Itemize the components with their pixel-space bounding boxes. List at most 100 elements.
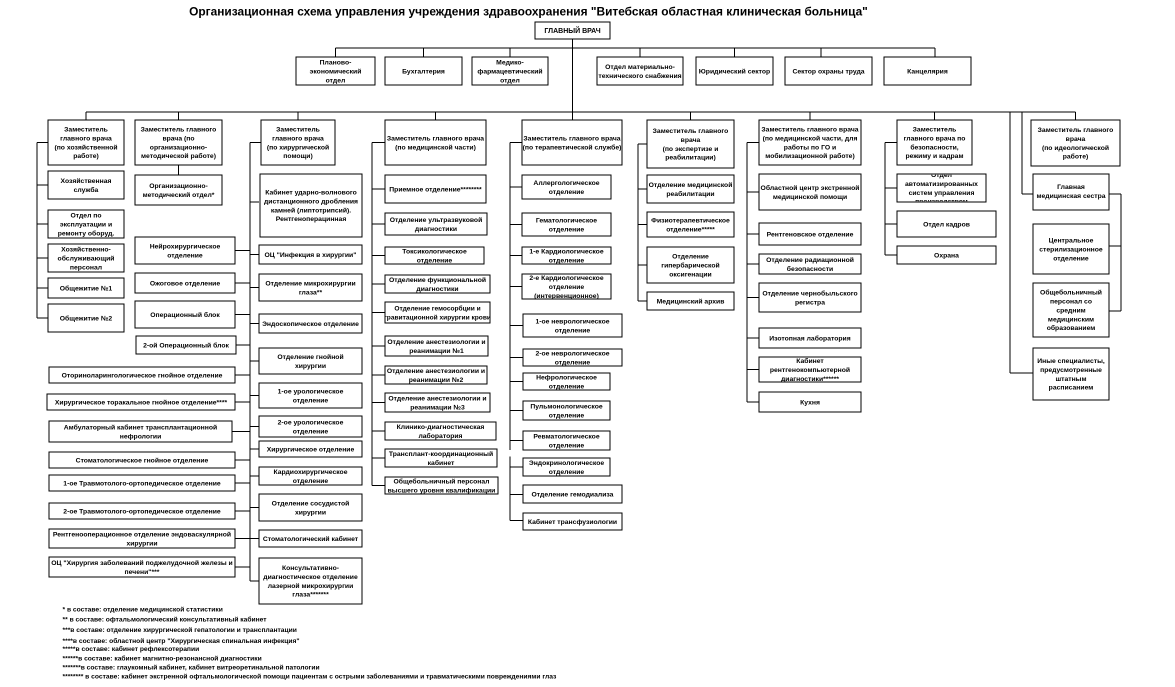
svg-text:медицинским: медицинским	[1048, 316, 1094, 323]
svg-text:врача: врача	[681, 137, 701, 144]
svg-text:Отделение чернобыльского: Отделение чернобыльского	[762, 289, 857, 297]
svg-text:реанимации №2: реанимации №2	[409, 377, 464, 384]
svg-text:главного врача: главного врача	[60, 135, 112, 142]
svg-text:Юридический сектор: Юридический сектор	[699, 67, 770, 75]
svg-text:Заместитель главного врача: Заместитель главного врача	[761, 127, 858, 134]
svg-text:Отделение анестезиологии и: Отделение анестезиологии и	[387, 368, 485, 375]
svg-text:оксигенации: оксигенации	[669, 271, 711, 278]
svg-text:Отделение: Отделение	[672, 254, 709, 261]
svg-text:2-ое урологическое: 2-ое урологическое	[278, 419, 344, 426]
svg-text:*******в составе: глаукомный к: *******в составе: глаукомный кабинет, ка…	[63, 664, 320, 672]
svg-text:1-ое неврологическое: 1-ое неврологическое	[535, 318, 609, 325]
svg-text:высшего уровня квалификации: высшего уровня квалификации	[388, 487, 496, 494]
svg-text:мобилизационной работе): мобилизационной работе)	[765, 152, 854, 160]
svg-text:Нейрохирургическое: Нейрохирургическое	[150, 242, 221, 250]
svg-text:Гематологическое: Гематологическое	[536, 217, 597, 224]
svg-text:Отделение анестезиологии и: Отделение анестезиологии и	[388, 395, 486, 402]
svg-text:Заместитель главного врача: Заместитель главного врача	[523, 135, 620, 142]
svg-text:Заместитель главного: Заместитель главного	[653, 128, 729, 135]
svg-text:диагностики: диагностики	[415, 226, 457, 233]
svg-text:******** в составе: кабинет эк: ******** в составе: кабинет экстренной о…	[63, 673, 558, 681]
svg-text:Заместитель главного: Заместитель главного	[141, 127, 217, 134]
svg-text:регистра: регистра	[795, 299, 825, 306]
svg-text:2-ое неврологическое: 2-ое неврологическое	[535, 350, 609, 357]
svg-text:Стоматологический кабинет: Стоматологический кабинет	[263, 535, 359, 543]
svg-text:технического снабжения: технического снабжения	[598, 72, 681, 80]
svg-text:Операционный блок: Операционный блок	[150, 311, 220, 319]
svg-text:нефрологии: нефрологии	[120, 433, 162, 440]
svg-text:Рентгеновское отделение: Рентгеновское отделение	[767, 231, 854, 238]
svg-text:Токсикологическое: Токсикологическое	[402, 248, 467, 255]
svg-text:Общежитие №1: Общежитие №1	[60, 284, 113, 292]
svg-text:(по медицинской части, для: (по медицинской части, для	[763, 134, 858, 142]
svg-text:безопасности: безопасности	[787, 265, 833, 273]
svg-text:дистанционного дробления: дистанционного дробления	[264, 197, 358, 205]
svg-text:Отдел: Отдел	[931, 172, 952, 179]
svg-text:Отдел кадров: Отдел кадров	[923, 221, 970, 228]
svg-text:Общебольничный: Общебольничный	[1040, 289, 1102, 297]
svg-text:отделение: отделение	[417, 257, 453, 264]
svg-text:(по идеологической: (по идеологической	[1042, 144, 1109, 152]
svg-text:отделение: отделение	[549, 469, 585, 476]
svg-text:Кабинет: Кабинет	[796, 357, 824, 365]
svg-text:Консультативно-: Консультативно-	[282, 565, 339, 572]
svg-text:Общебольничный персонал: Общебольничный персонал	[394, 477, 490, 485]
svg-text:камней (липтотрипсий).: камней (липтотрипсий).	[271, 206, 351, 214]
svg-text:Заместитель: Заместитель	[913, 127, 957, 134]
svg-text:Физиотерапевтическое: Физиотерапевтическое	[651, 217, 730, 224]
svg-text:режиму и кадрам: режиму и кадрам	[906, 153, 964, 160]
svg-text:экономический: экономический	[310, 67, 362, 75]
svg-text:отделение: отделение	[293, 478, 329, 485]
svg-text:предусмотренные: предусмотренные	[1040, 367, 1102, 374]
svg-text:Кухня: Кухня	[800, 399, 820, 406]
svg-text:печени"***: печени"***	[125, 569, 160, 576]
svg-text:2-е Кардиологическое: 2-е Кардиологическое	[529, 275, 603, 282]
svg-text:отделение: отделение	[293, 397, 329, 404]
svg-text:(интервенционное): (интервенционное)	[534, 293, 599, 300]
svg-text:Заместитель: Заместитель	[276, 127, 320, 134]
svg-text:рентгенокомпьютерной: рентгенокомпьютерной	[770, 366, 850, 374]
svg-text:Отделение микрохирургии: Отделение микрохирургии	[265, 280, 355, 287]
svg-text:Отделение гемодиализа: Отделение гемодиализа	[532, 491, 614, 498]
svg-text:(по хозяйственной: (по хозяйственной	[54, 143, 117, 151]
svg-text:*****в составе: кабинет рефлек: *****в составе: кабинет рефлексотерапии	[63, 645, 200, 653]
svg-text:Кабинет трансфузиологии: Кабинет трансфузиологии	[528, 518, 617, 526]
svg-text:отделение: отделение	[549, 383, 585, 390]
svg-text:диагностики: диагностики	[416, 286, 458, 293]
svg-text:Отделение анестезиологии и: Отделение анестезиологии и	[387, 339, 485, 346]
svg-text:Бухгалтерия: Бухгалтерия	[402, 68, 445, 75]
svg-text:ремонту оборуд.: ремонту оборуд.	[58, 229, 115, 237]
svg-text:ОЦ "Инфекция в хирургии": ОЦ "Инфекция в хирургии"	[265, 252, 357, 259]
svg-text:Амбулаторный кабинет трансплан: Амбулаторный кабинет трансплантационной	[64, 423, 217, 431]
svg-text:главного врача: главного врача	[272, 135, 324, 142]
svg-text:реанимации №3: реанимации №3	[410, 404, 465, 411]
svg-text:Аллергологическое: Аллергологическое	[533, 180, 599, 187]
svg-text:Заместитель: Заместитель	[64, 127, 108, 134]
svg-text:автоматизированных: автоматизированных	[905, 181, 978, 188]
svg-text:реанимации №1: реанимации №1	[409, 348, 464, 355]
svg-text:эксплуатации и: эксплуатации и	[60, 221, 112, 228]
svg-text:Стоматологическое гнойное отде: Стоматологическое гнойное отделение	[76, 456, 209, 464]
svg-text:методической работе): методической работе)	[141, 152, 216, 160]
svg-text:средним: средним	[1056, 307, 1085, 314]
svg-text:работе): работе)	[1063, 153, 1089, 161]
svg-text:производством: производством	[915, 199, 968, 206]
svg-text:1-ое Травмотолого-ортопедическ: 1-ое Травмотолого-ортопедическое отделен…	[63, 480, 221, 487]
svg-text:Пульмонологическое: Пульмонологическое	[530, 403, 603, 410]
svg-text:******в составе: кабинет магни: ******в составе: кабинет магнитно-резона…	[63, 655, 262, 663]
svg-text:Рентгенооперационное отделение: Рентгенооперационное отделение эндоваску…	[53, 530, 231, 538]
svg-text:Кабинет ударно-волнового: Кабинет ударно-волнового	[265, 189, 357, 197]
svg-text:Отдел материально-: Отдел материально-	[605, 64, 675, 71]
svg-text:Заместитель главного: Заместитель главного	[1038, 127, 1114, 134]
svg-text:****в составе: областной центр: ****в составе: областной центр "Хирургич…	[63, 637, 300, 645]
svg-text:Отделение медицинской: Отделение медицинской	[649, 181, 733, 189]
svg-text:врача: врача	[1066, 136, 1086, 143]
svg-text:Трансплант-координационный: Трансплант-координационный	[389, 450, 493, 458]
svg-text:Канцелярия: Канцелярия	[907, 68, 948, 75]
svg-text:безопасности,: безопасности,	[910, 143, 958, 151]
svg-text:систем управления: систем управления	[909, 190, 975, 197]
svg-text:Хирургическое отделение: Хирургическое отделение	[267, 446, 355, 453]
svg-text:Изотопная лаборатория: Изотопная лаборатория	[769, 334, 850, 342]
svg-text:Эндокринологическое: Эндокринологическое	[529, 460, 604, 467]
svg-text:расписанием: расписанием	[1049, 385, 1094, 392]
